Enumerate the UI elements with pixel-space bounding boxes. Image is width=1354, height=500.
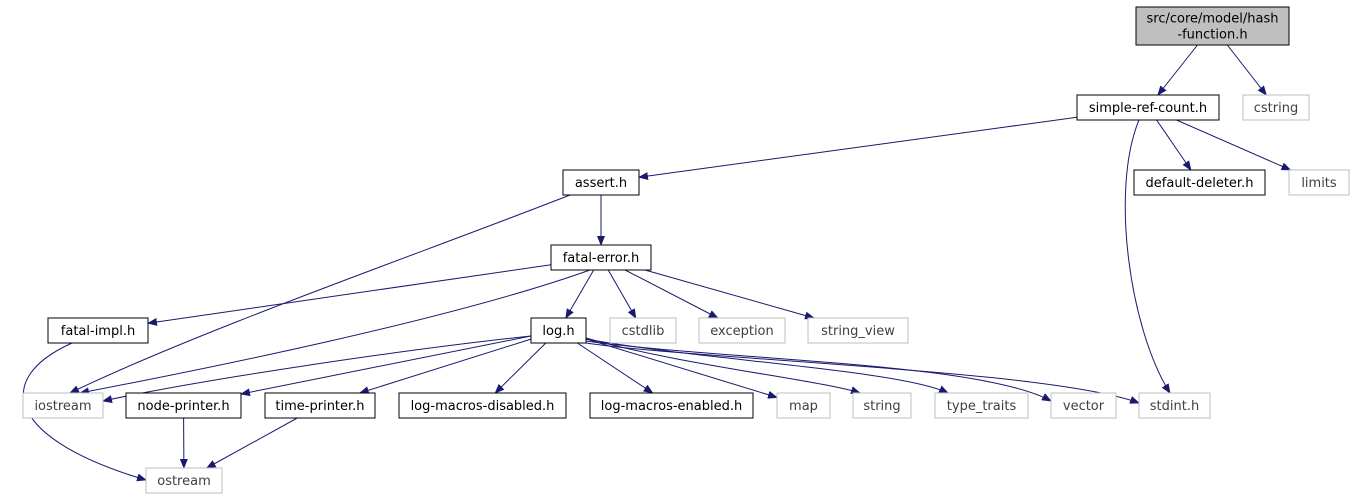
- node-label: simple-ref-count.h: [1089, 101, 1207, 116]
- node-box: [1076, 94, 1220, 121]
- edge-log-to-map: [585, 338, 778, 399]
- node-time-printer[interactable]: time-printer.h: [264, 392, 376, 419]
- node-label: string: [863, 399, 900, 414]
- node-label: -function.h: [1177, 28, 1247, 43]
- edge-log-to-log-macros-disabled: [494, 342, 547, 394]
- node-simple-ref-count[interactable]: simple-ref-count.h: [1076, 94, 1220, 121]
- node-hash-function: src/core/model/hash-function.h: [1135, 6, 1290, 46]
- node-box: [698, 317, 786, 344]
- edge-simple-ref-count-to-assert: [638, 116, 1078, 181]
- node-label: node-printer.h: [137, 399, 229, 414]
- node-label: cstdlib: [622, 324, 665, 339]
- node-box: [934, 392, 1029, 419]
- node-node-printer[interactable]: node-printer.h: [125, 392, 242, 419]
- edge-log-to-log-macros-enabled: [577, 342, 654, 394]
- node-log-macros-enabled[interactable]: log-macros-enabled.h: [589, 392, 754, 419]
- node-box: [1288, 169, 1350, 196]
- node-box: [1135, 6, 1290, 46]
- node-label: log-macros-enabled.h: [601, 399, 742, 414]
- node-fatal-impl[interactable]: fatal-impl.h: [47, 317, 149, 344]
- edge-fatal-error-to-log: [565, 269, 595, 319]
- node-label: src/core/model/hash: [1147, 12, 1279, 27]
- edge-fatal-error-to-cstdlib: [607, 269, 637, 319]
- node-box: [1138, 392, 1211, 419]
- node-label: vector: [1063, 399, 1105, 414]
- node-box: [264, 392, 376, 419]
- node-ostream: ostream: [145, 467, 223, 494]
- node-label: exception: [710, 324, 774, 339]
- node-box: [609, 317, 677, 344]
- node-label: map: [789, 399, 818, 414]
- edge-log-to-node-printer: [240, 335, 532, 397]
- edge-log-to-vector: [585, 340, 1052, 402]
- edge-simple-ref-count-to-default-deleter: [1156, 119, 1192, 171]
- node-default-deleter[interactable]: default-deleter.h: [1133, 169, 1266, 196]
- node-box: [852, 392, 912, 419]
- node-limits: limits: [1288, 169, 1350, 196]
- node-label: log.h: [542, 324, 574, 339]
- node-label: limits: [1301, 176, 1337, 191]
- node-box: [562, 169, 640, 196]
- edge-fatal-error-to-string-view: [644, 269, 815, 320]
- edge-log-to-iostream: [102, 335, 532, 404]
- node-label: assert.h: [575, 176, 627, 191]
- edge-hash-function-to-simple-ref-count: [1157, 44, 1198, 96]
- node-label: cstring: [1254, 101, 1298, 116]
- node-label: default-deleter.h: [1146, 176, 1254, 191]
- edge-hash-function-to-cstring: [1226, 44, 1267, 96]
- node-cstdlib: cstdlib: [609, 317, 677, 344]
- edge-time-printer-to-ostream: [205, 417, 298, 469]
- edge-fatal-error-to-iostream: [79, 269, 591, 396]
- edge-log-to-time-printer: [358, 338, 532, 395]
- node-stdint: stdint.h: [1138, 392, 1211, 419]
- node-label: stdint.h: [1150, 399, 1199, 414]
- node-box: [589, 392, 754, 419]
- node-box: [398, 392, 567, 419]
- node-box: [47, 317, 149, 344]
- node-map: map: [776, 392, 831, 419]
- node-label: time-printer.h: [275, 399, 364, 414]
- edge-simple-ref-count-to-stdint: [1124, 119, 1171, 394]
- node-label: log-macros-disabled.h: [411, 399, 555, 414]
- node-assert[interactable]: assert.h: [562, 169, 640, 196]
- node-box: [807, 317, 909, 344]
- node-label: type_traits: [947, 399, 1017, 414]
- node-vector: vector: [1050, 392, 1117, 419]
- node-label: fatal-error.h: [563, 251, 640, 266]
- node-box: [530, 317, 587, 344]
- node-cstring: cstring: [1242, 94, 1310, 121]
- edges-layer: [22, 44, 1292, 482]
- node-iostream: iostream: [22, 392, 104, 419]
- node-type-traits: type_traits: [934, 392, 1029, 419]
- node-label: string_view: [821, 324, 895, 339]
- edge-log-to-stdint: [585, 342, 1140, 404]
- nodes-layer: src/core/model/hash-function.h simple-ref…: [22, 6, 1350, 494]
- node-label: iostream: [34, 399, 91, 414]
- node-fatal-error[interactable]: fatal-error.h: [550, 244, 652, 271]
- node-box: [145, 467, 223, 494]
- node-label: ostream: [157, 474, 211, 489]
- node-box: [550, 244, 652, 271]
- node-string: string: [852, 392, 912, 419]
- edge-fatal-error-to-exception: [624, 269, 719, 319]
- edge-assert-to-iostream: [69, 194, 571, 394]
- node-log-macros-disabled[interactable]: log-macros-disabled.h: [398, 392, 567, 419]
- edge-simple-ref-count-to-limits: [1176, 119, 1292, 171]
- node-box: [125, 392, 242, 419]
- edge-fatal-error-to-fatal-impl: [147, 264, 552, 326]
- node-exception: exception: [698, 317, 786, 344]
- node-box: [22, 392, 104, 419]
- node-label: fatal-impl.h: [61, 324, 135, 339]
- node-box: [1050, 392, 1117, 419]
- node-string-view: string_view: [807, 317, 909, 344]
- node-box: [1242, 94, 1310, 121]
- node-box: [776, 392, 831, 419]
- node-box: [1133, 169, 1266, 196]
- node-log[interactable]: log.h: [530, 317, 587, 344]
